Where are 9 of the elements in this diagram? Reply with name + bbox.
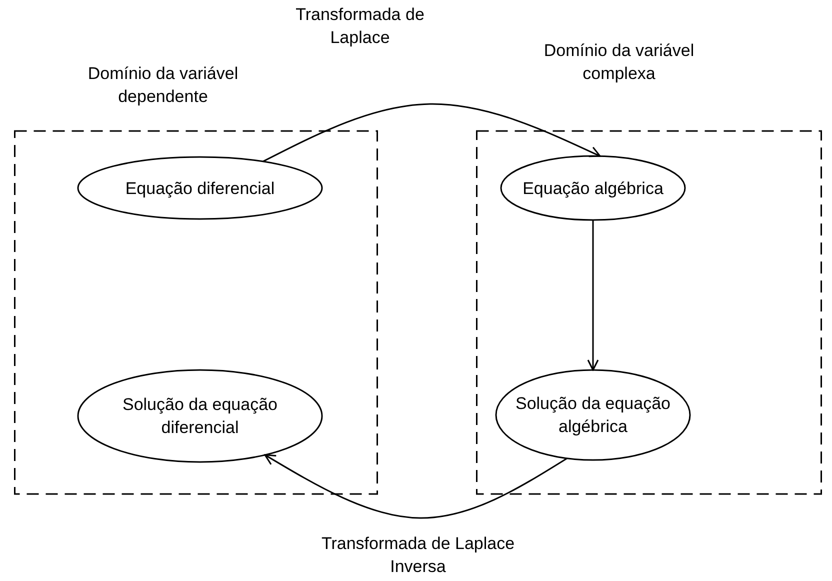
node-label: Equação diferencial [124, 178, 276, 200]
node-label: Solução da equação algébrica [514, 393, 672, 438]
arrow [262, 103, 601, 162]
node-label: Equação algébrica [522, 178, 664, 200]
arrow [587, 220, 599, 371]
arrow [264, 454, 568, 519]
node-label: Solução da equação diferencial [121, 394, 279, 439]
domain-heading: Domínio da variável complexa [542, 40, 696, 85]
domain-heading: Domínio da variável dependente [86, 63, 240, 108]
